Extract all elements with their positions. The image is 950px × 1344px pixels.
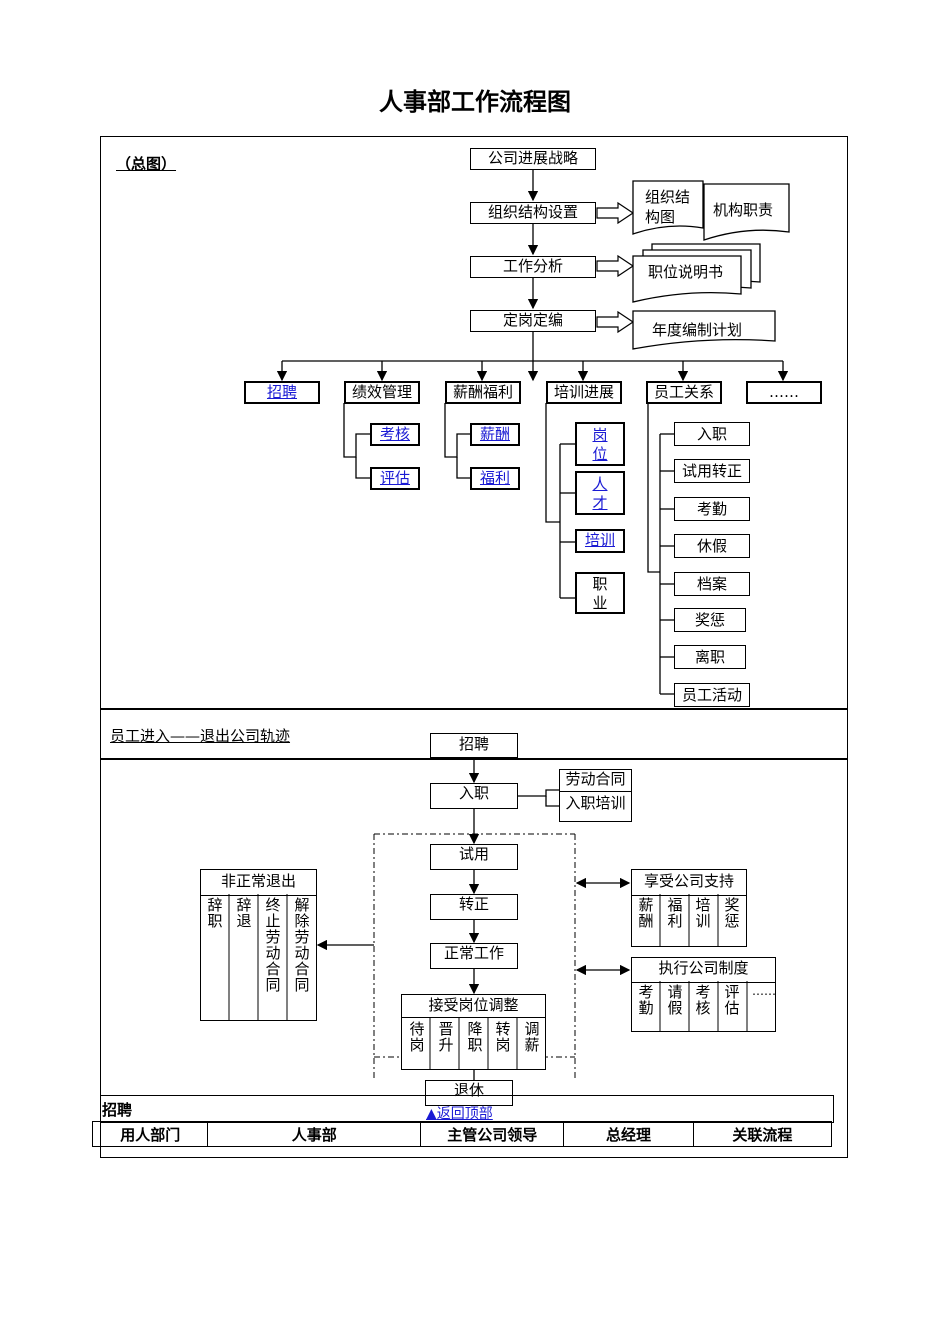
chain-job-analysis-box: 工作分析 xyxy=(470,256,596,278)
back-to-top-icon: ▲ xyxy=(426,1106,437,1122)
col-supervisor: 主管公司领导 xyxy=(420,1121,565,1147)
track-probation-box: 试用 xyxy=(430,844,518,870)
policy-item-evaluate: 评估 xyxy=(724,983,740,1017)
perf-item-evaluate[interactable]: 评估 xyxy=(370,467,420,490)
perf-item-assess[interactable]: 考核 xyxy=(370,423,420,446)
training-talent-reserve-link[interactable]: 人才储备 xyxy=(592,475,608,512)
chain-staffing-box: 定岗定编 xyxy=(470,310,596,332)
training-item-post-adjust[interactable]: 岗位调整 xyxy=(575,422,625,466)
relations-item-reward: 奖惩 xyxy=(674,608,746,632)
track-labor-contract-box: 劳动合同 xyxy=(559,769,632,791)
training-item-career: 职业生涯 xyxy=(575,572,625,614)
training-item-training[interactable]: 培训 xyxy=(575,529,625,553)
salary-item-pay[interactable]: 薪酬 xyxy=(470,423,520,446)
salary-welfare-link[interactable]: 福利 xyxy=(479,469,510,487)
col-gm: 总经理 xyxy=(563,1121,694,1147)
overview-frame xyxy=(100,136,848,710)
chain-strategy-box: 公司进展战略 xyxy=(470,148,596,170)
col-hr-dept: 人事部 xyxy=(207,1121,422,1147)
relations-item-archive: 档案 xyxy=(674,572,750,596)
adjust-item-demotion: 降职 xyxy=(467,1020,483,1054)
relations-item-leave: 休假 xyxy=(674,534,750,558)
policy-item-assess: 考核 xyxy=(695,983,711,1017)
branch-relations-box: 员工关系 xyxy=(646,381,722,404)
salary-item-welfare[interactable]: 福利 xyxy=(470,467,520,490)
branch-recruit-box[interactable]: 招聘 xyxy=(244,381,320,404)
section-track-label[interactable]: 员工进入——退出公司轨迹 xyxy=(110,727,291,745)
relations-item-onboard: 入职 xyxy=(674,422,750,446)
track-retire-box: 退休 xyxy=(425,1080,513,1106)
col-related: 关联流程 xyxy=(692,1121,833,1147)
doc-org-duty: 机构职责 xyxy=(713,201,774,219)
track-post-adjust-title: 接受岗位调整 xyxy=(402,995,545,1018)
relations-item-activity: 员工活动 xyxy=(674,683,750,707)
track-onboard-training-box: 入职培训 xyxy=(559,791,632,822)
adjust-item-standby: 待岗 xyxy=(409,1020,425,1054)
relations-item-resign: 离职 xyxy=(674,645,746,669)
track-onboard-box: 入职 xyxy=(430,783,518,809)
branch-salary-box: 薪酬福利 xyxy=(445,381,521,404)
branch-perf-box: 绩效管理 xyxy=(344,381,420,404)
exit-item-resign: 辞职 xyxy=(207,896,223,930)
doc-annual-plan: 年度编制计划 xyxy=(652,321,743,339)
adjust-item-transfer: 转岗 xyxy=(495,1020,511,1054)
relations-item-attendance: 考勤 xyxy=(674,497,750,521)
bottom-caption: 招聘 xyxy=(102,1101,133,1119)
track-recruit-box: 招聘 xyxy=(430,733,518,758)
adjust-item-promotion: 晋升 xyxy=(438,1020,454,1054)
support-item-welfare: 福利 xyxy=(667,896,683,930)
branch-training-box: 培训进展 xyxy=(546,381,622,404)
doc-job-desc: 职位说明书 xyxy=(648,263,724,281)
training-post-adjust-link[interactable]: 岗位调整 xyxy=(592,426,608,463)
branch-more-box: …… xyxy=(746,381,822,404)
perf-evaluate-link[interactable]: 评估 xyxy=(379,469,410,487)
policy-title: 执行公司制度 xyxy=(632,958,775,983)
salary-pay-link[interactable]: 薪酬 xyxy=(479,425,510,443)
training-item-talent-reserve[interactable]: 人才储备 xyxy=(575,471,625,515)
exit-item-rescind: 解除劳动合同 xyxy=(294,896,310,994)
relations-item-probation: 试用转正 xyxy=(674,459,750,483)
policy-item-leave: 请假 xyxy=(667,983,683,1017)
training-training-link[interactable]: 培训 xyxy=(584,531,615,549)
track-normal-work-box: 正常工作 xyxy=(430,943,518,969)
exit-item-dismiss: 辞退 xyxy=(236,896,252,930)
branch-recruit-link[interactable]: 招聘 xyxy=(266,383,297,401)
support-item-reward: 奖惩 xyxy=(724,896,740,930)
support-item-pay: 薪酬 xyxy=(638,896,654,930)
support-item-training: 培训 xyxy=(695,896,711,930)
exit-item-terminate: 终止劳动合同 xyxy=(265,896,281,994)
track-policy-box: 执行公司制度 xyxy=(631,957,776,1032)
adjust-item-salary-change: 调薪 xyxy=(524,1020,540,1054)
chain-org-structure-box: 组织结构设置 xyxy=(470,202,596,224)
process-table: 用人部门 人事部 主管公司领导 总经理 关联流程 xyxy=(91,1121,833,1147)
doc-org-chart: 组织结构图 xyxy=(645,188,691,226)
col-user-dept: 用人部门 xyxy=(91,1121,209,1147)
section-overview-label: （总图） xyxy=(116,155,177,173)
perf-assess-link[interactable]: 考核 xyxy=(379,425,410,443)
policy-item-attendance: 考勤 xyxy=(638,983,654,1017)
track-post-adjust-box: 接受岗位调整 xyxy=(401,994,546,1070)
back-to-top-link[interactable]: ▲返回顶部 xyxy=(426,1106,493,1122)
track-confirm-box: 转正 xyxy=(430,894,518,920)
page-title: 人事部工作流程图 xyxy=(379,87,571,116)
